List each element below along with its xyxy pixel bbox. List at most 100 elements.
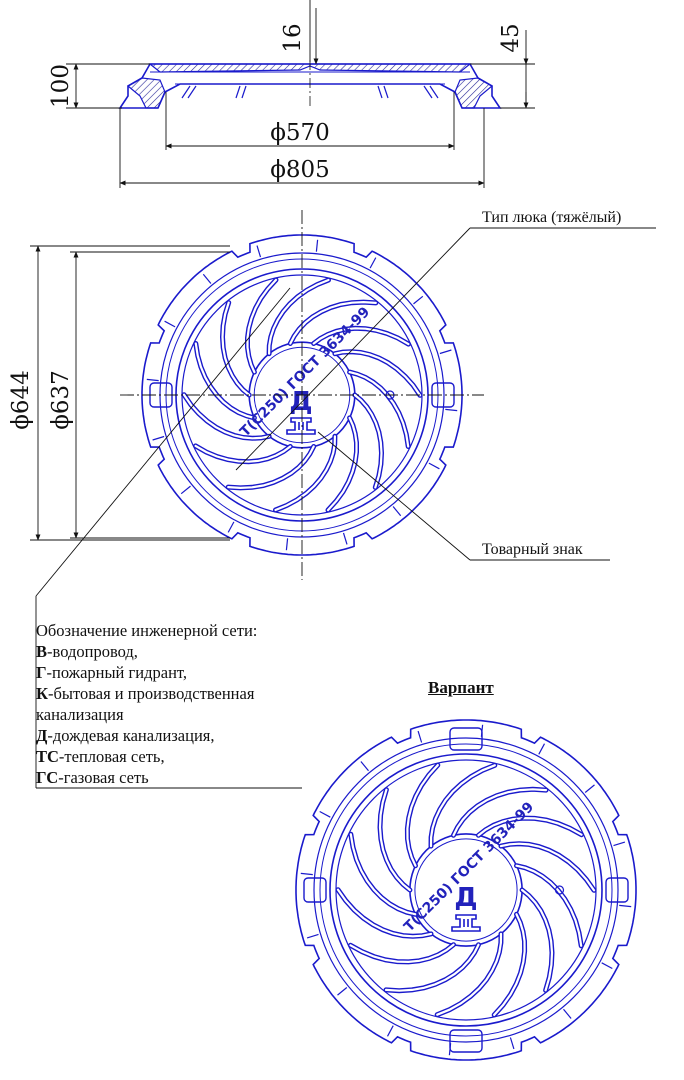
variant-trademark-icon [451, 914, 481, 932]
swirl-vane-inner [349, 943, 455, 964]
callout-trademark: Товарный знак [317, 431, 610, 561]
rim-rib [306, 933, 319, 939]
swirl-vane-inner [499, 842, 596, 892]
frame-lug [303, 877, 327, 903]
rim-rib [319, 810, 331, 818]
legend-item: Д-дождевая канализация, [36, 726, 215, 745]
lift-hole [554, 885, 565, 895]
rim-rib [285, 538, 289, 551]
section-profile [118, 60, 502, 109]
rim-rib [439, 349, 452, 355]
legend-item: К-бытовая и производственная [36, 684, 255, 703]
dim-100: 100 [48, 64, 74, 108]
center-hub [414, 838, 518, 942]
swirl-vane-inner [227, 445, 315, 490]
swirl-vane-inner [312, 327, 410, 346]
variant-view: Т(С250) ГОСТ 3634-99 Д [295, 719, 637, 1061]
rim-rib [342, 532, 348, 545]
rim-rib [445, 408, 458, 412]
swirl-vane-inner [194, 444, 292, 463]
legend-item: В-водопровод, [36, 642, 138, 661]
rim-rib [386, 1025, 394, 1037]
swirl-vane-inner [493, 913, 526, 1016]
lid-edge [329, 753, 603, 1027]
swirl-vane-inner [406, 764, 439, 867]
cover-rim [295, 719, 637, 1061]
swirl-vane-inner [336, 888, 433, 938]
legend-item: Г-пожарный гидрант, [36, 663, 187, 682]
variant-network-letter: Д [454, 883, 477, 913]
rim-rib [360, 761, 369, 772]
swirl-vane-inner [268, 278, 330, 355]
callout-type: Тип люка (тяжёлый) [235, 209, 656, 471]
swirl-vane-inner [477, 816, 583, 837]
trademark-icon [286, 417, 316, 435]
dim-phi644: ϕ644 [8, 370, 34, 430]
plan-dimensions: ϕ644 ϕ637 [8, 245, 230, 541]
swirl-vane-inner [326, 416, 358, 512]
variant-title: Варпант [428, 678, 494, 697]
legend-heading: Обозначение инженерной сети: [36, 621, 258, 640]
frame-ring [319, 743, 613, 1037]
rim-rib [315, 239, 319, 252]
rim-rib [417, 730, 423, 743]
swirl-vane-inner [333, 350, 422, 397]
legend-item: ТС-тепловая сеть, [36, 747, 165, 766]
legend-item: канализация [36, 705, 124, 724]
swirl-vane-inner [378, 788, 411, 892]
rim-rib [538, 743, 546, 755]
rim-rib [563, 1008, 572, 1019]
frame-lug [449, 1029, 483, 1053]
frame-ring [313, 737, 619, 1043]
section-view: 16 45 100 ϕ570 ϕ805 [48, 0, 535, 188]
dim-phi805: ϕ805 [270, 157, 330, 183]
rim-rib [152, 435, 165, 441]
swirl-vane-inner [349, 833, 417, 916]
swirl-vane-inner [384, 943, 480, 992]
swirl-vane-inner [274, 435, 336, 512]
swirl-vane-inner [221, 301, 251, 397]
swirl-vane-inner [246, 278, 278, 374]
rim-rib [180, 485, 191, 495]
dim-phi570: ϕ570 [270, 120, 330, 146]
rim-rib [164, 320, 176, 328]
rim-rib [601, 962, 613, 970]
swirl-vane-inner [289, 300, 377, 345]
swirl-vane-inner [353, 393, 383, 489]
rim-rib [413, 295, 424, 305]
section-dimensions: 16 45 100 ϕ570 ϕ805 [48, 0, 535, 188]
frame-lug [449, 727, 483, 751]
dim-45: 45 [498, 23, 524, 52]
swirl-vane-inner [515, 864, 583, 947]
rim-rib [227, 521, 235, 533]
rim-rib [428, 462, 440, 470]
rim-rib [369, 257, 377, 269]
swirl-vane [383, 942, 481, 994]
rim-rib [337, 987, 348, 996]
rim-rib [202, 273, 212, 284]
callout-type-label: Тип люка (тяжёлый) [482, 209, 621, 226]
rim-rib [619, 904, 632, 908]
swirl-vane-inner [521, 888, 554, 992]
rim-rib [584, 784, 595, 793]
dim-16: 16 [280, 23, 306, 52]
swirl-vane-inner [429, 764, 496, 848]
legend-item: ГС-газовая сеть [36, 768, 149, 787]
network-letter: Д [289, 387, 312, 417]
rim-rib [256, 245, 262, 258]
frame-lug [605, 877, 629, 903]
swirl-vane [225, 444, 317, 491]
rim-rib [300, 872, 313, 876]
dim-phi637: ϕ637 [48, 370, 74, 430]
swirl-vane-inner [452, 788, 548, 837]
network-legend: Обозначение инженерной сети: В-водопрово… [36, 620, 336, 788]
swirl-vane-inner [436, 932, 503, 1016]
swirl-vane-inner [182, 393, 271, 440]
rim-rib [392, 506, 402, 517]
callout-network [35, 287, 302, 789]
cover-variant [295, 719, 637, 1061]
rim-rib [509, 1037, 515, 1050]
rim-rib [146, 378, 159, 382]
callout-trademark-label: Товарный знак [482, 541, 583, 558]
